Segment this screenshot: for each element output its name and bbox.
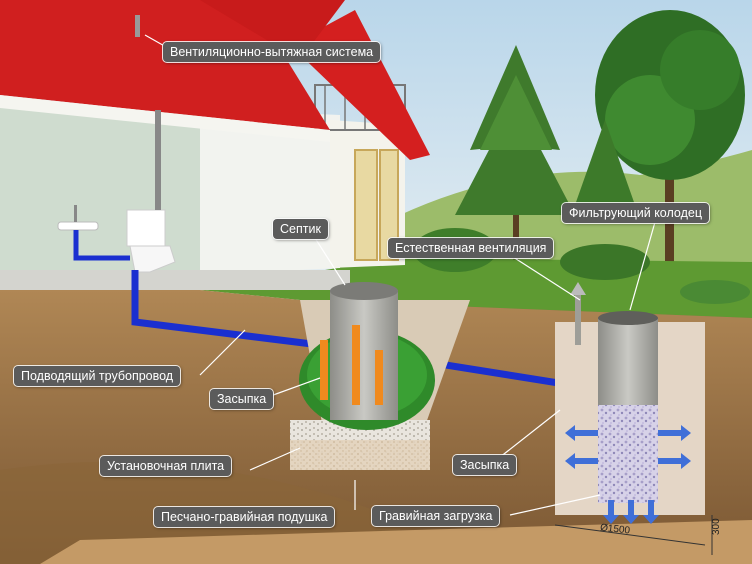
- callout-gravel-load: Гравийная загрузка: [372, 506, 500, 526]
- septic-core: [330, 290, 398, 420]
- callout-supply-pipe: Подводящий трубопровод: [14, 366, 181, 386]
- callout-backfill-left: Засыпка: [210, 389, 274, 409]
- house: [0, 0, 430, 290]
- septic-lid: [330, 282, 398, 300]
- well-lid: [598, 311, 658, 325]
- tree-right: [595, 10, 745, 290]
- callout-backfill-right: Засыпка: [453, 455, 517, 475]
- height-label: 300: [711, 518, 722, 535]
- flow-arrows: [565, 425, 691, 524]
- drain-pipe-sink: [73, 230, 130, 261]
- leader-lines: [144, 34, 656, 516]
- septic-pipe-orange-2: [375, 350, 383, 405]
- callout-septic: Септик: [273, 219, 328, 239]
- bush-right: [560, 244, 650, 280]
- callout-ventilation-system: Вентиляционно-вытяжная система: [163, 42, 381, 62]
- septic-pipe-orange-1: [320, 340, 328, 400]
- diameter-dim-line: [554, 524, 706, 546]
- callout-sand-gravel-cushion: Песчано-гравийная подушка: [154, 507, 335, 527]
- gravel-load: [598, 405, 658, 503]
- bush-corner: [680, 280, 750, 304]
- supply-pipe: [131, 270, 591, 392]
- sand-gravel-cushion: [290, 440, 430, 470]
- small-tree: [575, 120, 635, 205]
- callout-filter-well: Фильтрующий колодец: [562, 203, 710, 223]
- vent-pipe: [575, 295, 581, 345]
- callout-natural-ventilation: Естественная вентиляция: [388, 238, 554, 258]
- callout-mounting-plate: Установочная плита: [100, 456, 232, 476]
- soil-bottom-edge: [40, 520, 752, 564]
- septic-pipe-orange-3: [352, 325, 360, 405]
- tree-center: [455, 45, 575, 270]
- vent-cap: [570, 282, 586, 295]
